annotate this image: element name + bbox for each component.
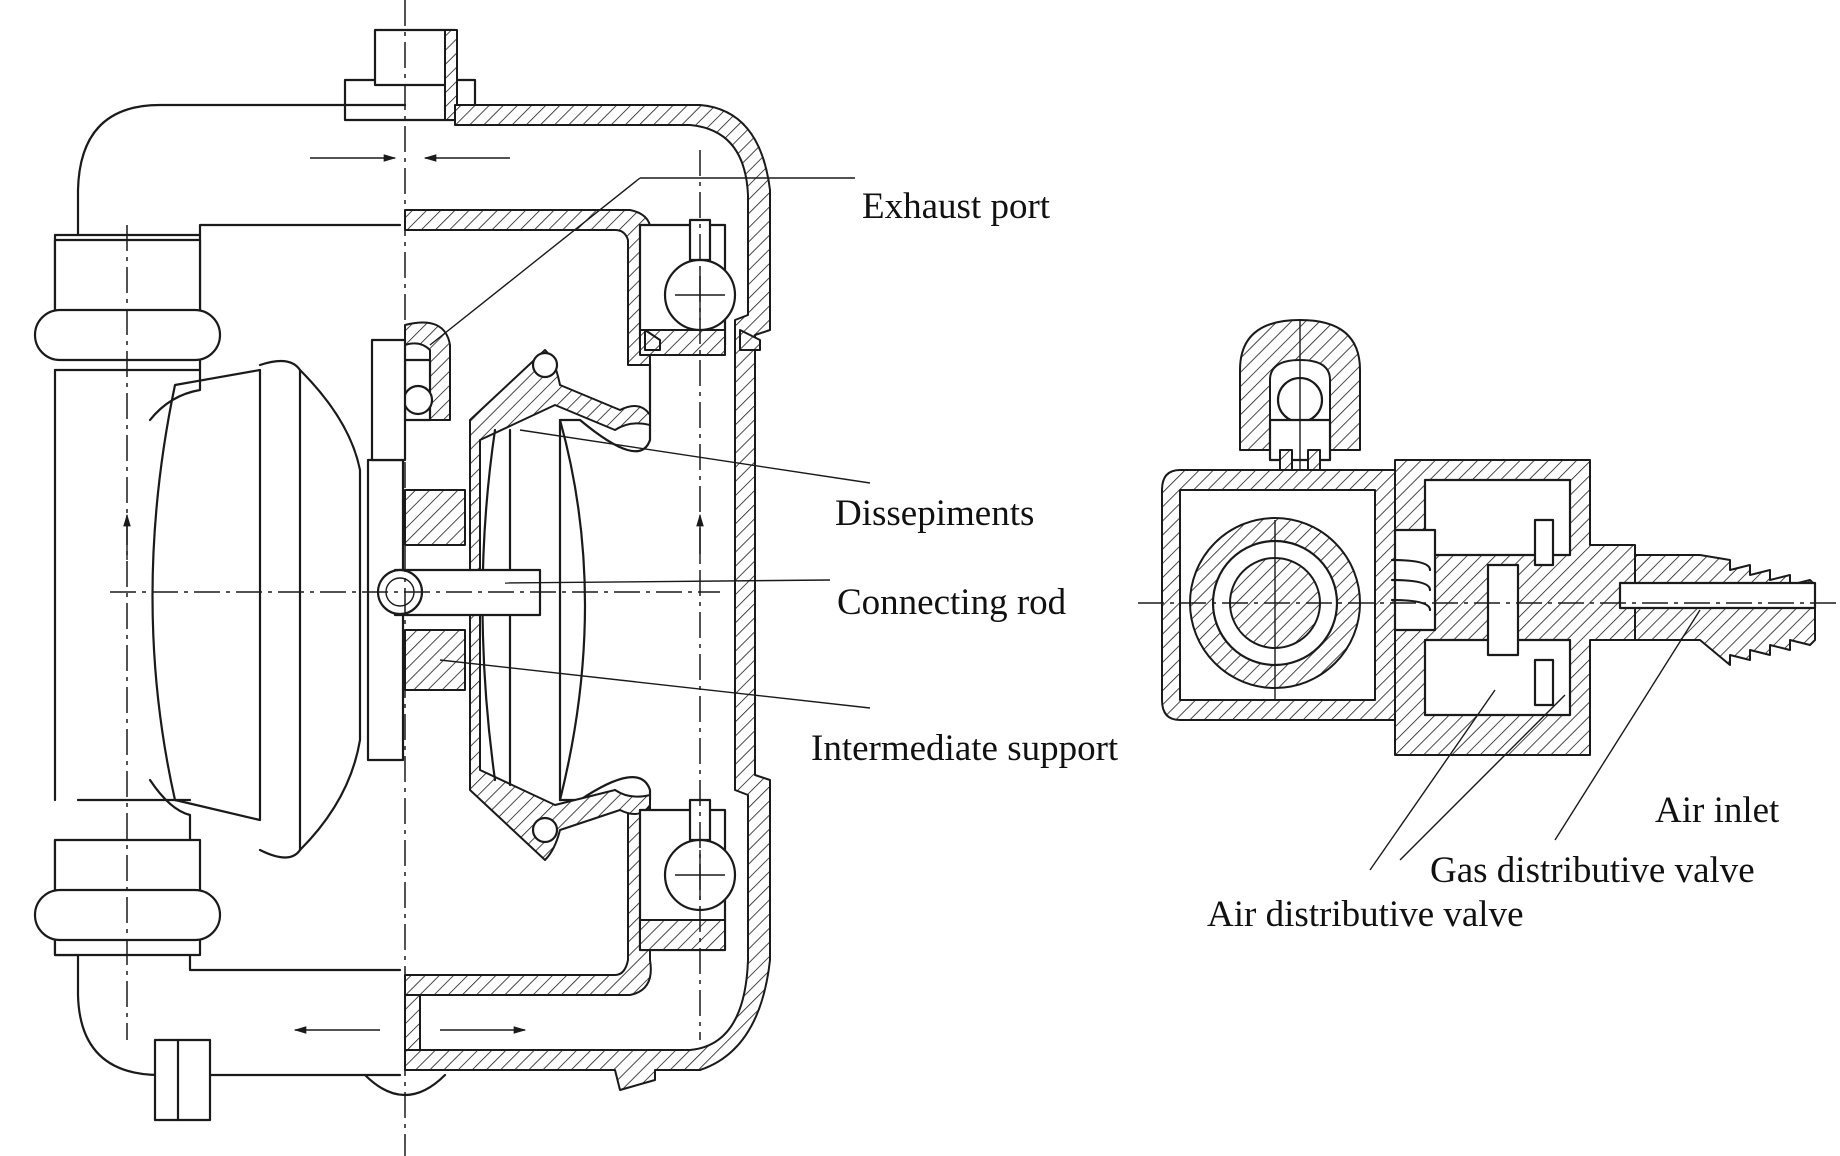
left-outer-housing <box>53 103 407 1077</box>
air-valve-assembly <box>1138 319 1840 756</box>
right-outer-housing <box>404 104 771 1091</box>
label-intermediate-support: Intermediate support <box>811 728 1119 769</box>
label-exhaust-port: Exhaust port <box>862 186 1051 227</box>
top-outlet-neck <box>373 28 457 87</box>
left-chamber-dome <box>151 368 262 822</box>
air-chamber <box>370 321 466 691</box>
air-inlet-nozzle <box>1634 554 1816 666</box>
pump-body <box>33 0 771 1156</box>
label-air-inlet: Air inlet <box>1655 790 1780 831</box>
label-dissepiments: Dissepiments <box>835 493 1034 534</box>
valve-top-cap <box>1239 319 1361 451</box>
label-connecting-rod: Connecting rod <box>837 582 1067 623</box>
leader-lines <box>429 177 1701 871</box>
label-air-distributive-valve: Air distributive valve <box>1207 894 1524 935</box>
right-diaphragm <box>469 349 651 861</box>
valve-housing <box>1161 469 1396 721</box>
lower-check-valve <box>638 798 737 952</box>
label-gas-distributive-valve: Gas distributive valve <box>1430 850 1755 891</box>
